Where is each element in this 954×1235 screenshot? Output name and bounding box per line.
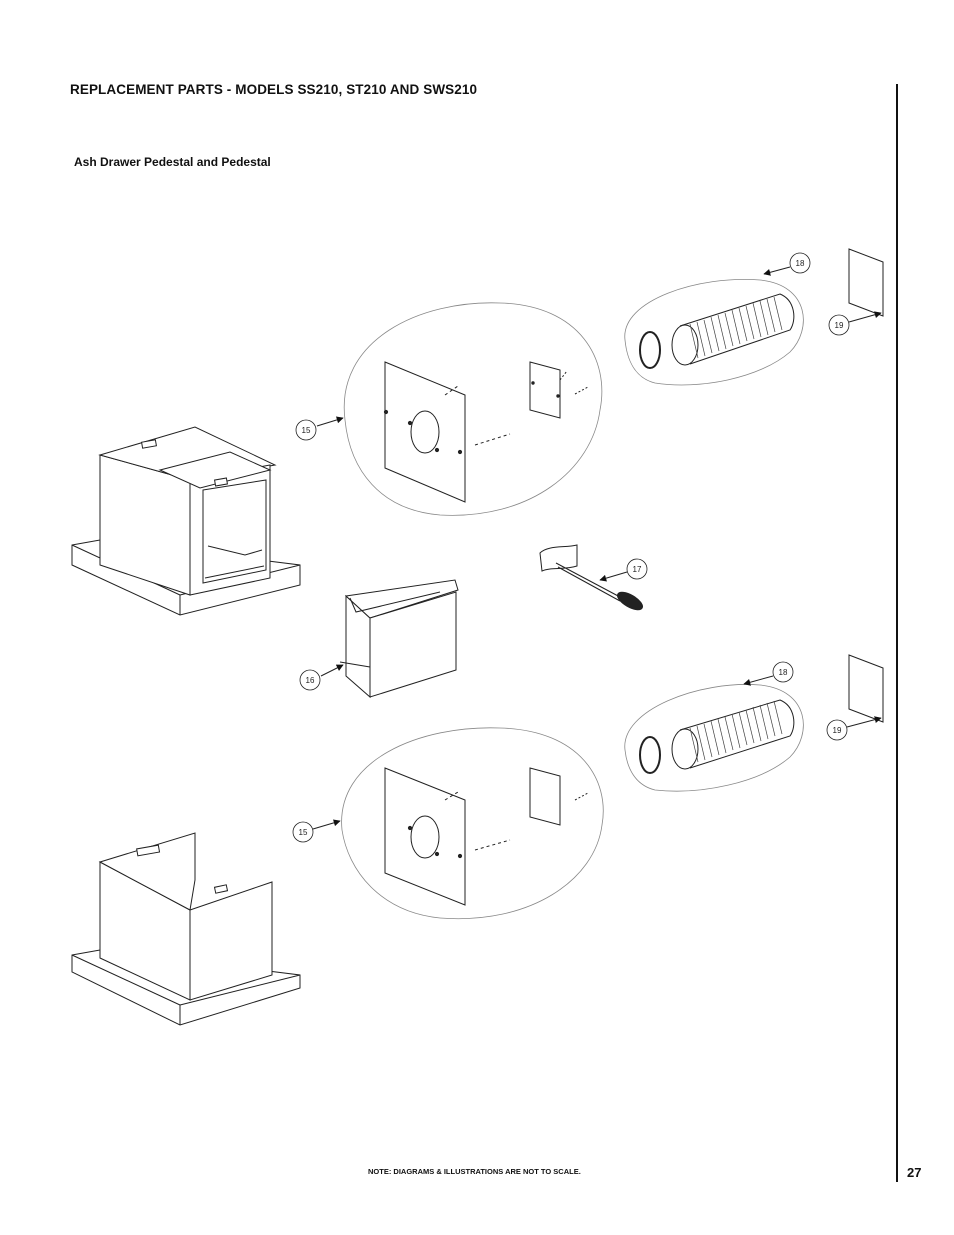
gasket-plate-top <box>848 248 884 317</box>
callout-18-bottom: 18 <box>743 661 794 686</box>
ash-tool <box>539 544 643 611</box>
svg-text:19: 19 <box>833 726 842 735</box>
heat-shield-plate-group-top <box>343 302 603 516</box>
callout-19-bottom: 19 <box>826 716 882 741</box>
callout-16: 16 <box>299 664 344 691</box>
callout-17: 17 <box>599 558 648 582</box>
flex-pipe-bottom <box>624 684 804 792</box>
page-number: 27 <box>907 1165 922 1180</box>
page-title: REPLACEMENT PARTS - MODELS SS210, ST210 … <box>70 82 478 97</box>
page-edge-rule <box>896 84 898 1182</box>
svg-text:15: 15 <box>299 828 308 837</box>
section-subtitle: Ash Drawer Pedestal and Pedestal <box>74 155 271 169</box>
svg-text:18: 18 <box>779 668 788 677</box>
footer-note: NOTE: DIAGRAMS & ILLUSTRATIONS ARE NOT T… <box>368 1167 581 1176</box>
svg-text:16: 16 <box>306 676 315 685</box>
callout-19-top: 19 <box>828 311 882 336</box>
svg-text:15: 15 <box>302 426 311 435</box>
pedestal <box>71 832 301 1026</box>
svg-text:18: 18 <box>796 259 805 268</box>
svg-text:17: 17 <box>633 565 642 574</box>
heat-shield-plate-group-bottom <box>341 727 604 920</box>
callout-15-bottom: 15 <box>292 819 341 843</box>
flex-pipe-top <box>624 278 804 386</box>
callout-15-top: 15 <box>295 416 344 441</box>
ash-drawer-pedestal <box>71 426 301 616</box>
callout-18-top: 18 <box>763 252 811 276</box>
ash-drawer <box>339 579 459 699</box>
gasket-plate-bottom <box>848 654 884 723</box>
svg-text:19: 19 <box>835 321 844 330</box>
